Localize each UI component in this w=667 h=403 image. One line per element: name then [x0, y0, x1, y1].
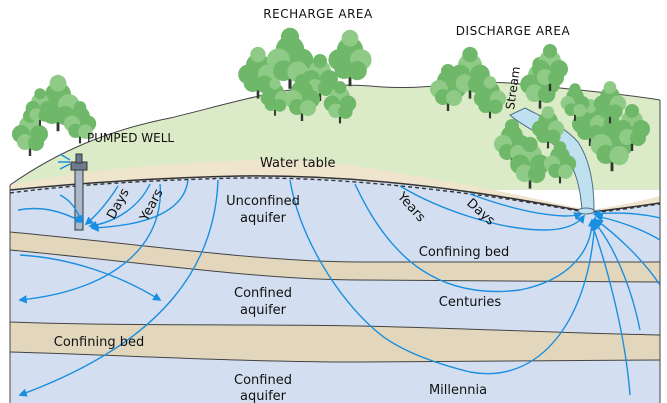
tree: [450, 46, 490, 99]
pumped-well: [58, 153, 88, 231]
tree: [238, 46, 278, 99]
confining-bed-lower-label: Confining bed: [54, 335, 144, 350]
confining-bed-upper-layer: [10, 232, 660, 282]
confined-aquifer-upper-label-line2: aquifer: [240, 303, 287, 318]
flow-line-east-5: [590, 222, 631, 396]
flow-line-well-5: [90, 180, 189, 232]
groundwater-flow-lines: [17, 180, 660, 397]
tree: [543, 141, 577, 184]
millennia-label: Millennia: [429, 383, 487, 398]
tree: [284, 74, 320, 121]
tree: [323, 81, 357, 124]
unconfined-aquifer-label-line2: aquifer: [240, 211, 287, 226]
unsaturated-zone: [10, 159, 660, 212]
tree: [25, 88, 55, 126]
tree: [614, 104, 650, 151]
confining-bed-upper-label: Confining bed: [419, 245, 509, 260]
tree: [510, 136, 550, 189]
tree: [266, 27, 314, 89]
confined-aquifer-upper-layer: [10, 250, 660, 335]
unconfined-aquifer-layer: [10, 175, 660, 262]
flow-line-east-4: [592, 220, 641, 331]
flow-line-deep-east: [289, 180, 599, 375]
tree: [260, 78, 290, 116]
confining-bed-lower-layer: [10, 322, 660, 362]
tree: [531, 106, 565, 149]
tree: [593, 81, 627, 124]
tree: [328, 29, 372, 87]
flow-line-deep-west: [18, 180, 219, 397]
tree: [532, 44, 568, 91]
flow-line-years-right: [399, 185, 586, 231]
flow-line-confined-mid: [19, 254, 162, 301]
unconfined-aquifer-label-line1: Unconfined: [226, 194, 300, 209]
confined-aquifer-lower-label-line2: aquifer: [240, 389, 287, 403]
centuries-label: Centuries: [439, 295, 502, 310]
stream-discharge-point: [577, 207, 595, 215]
confined-aquifer-upper-label-line1: Confined: [234, 286, 292, 301]
confined-aquifer-lower-layer: [10, 352, 660, 403]
flow-line-east-2: [594, 213, 660, 241]
confined-aquifer-lower-label-line1: Confined: [234, 373, 292, 388]
recharge-area-label: RECHARGE AREA: [263, 7, 373, 21]
flow-line-well-2: [59, 194, 84, 224]
flow-line-centuries: [354, 183, 597, 293]
water-table-label: Water table: [260, 156, 336, 171]
flow-line-confined-west: [18, 183, 162, 304]
flow-line-days-right: [469, 193, 583, 221]
discharge-area-label: DISCHARGE AREA: [456, 24, 571, 38]
pumped-well-label: PUMPED WELL: [87, 131, 174, 145]
tree: [63, 101, 97, 144]
stream-label: Stream: [503, 65, 523, 110]
tree: [473, 76, 507, 119]
trees: [12, 27, 650, 189]
tree: [560, 83, 590, 121]
